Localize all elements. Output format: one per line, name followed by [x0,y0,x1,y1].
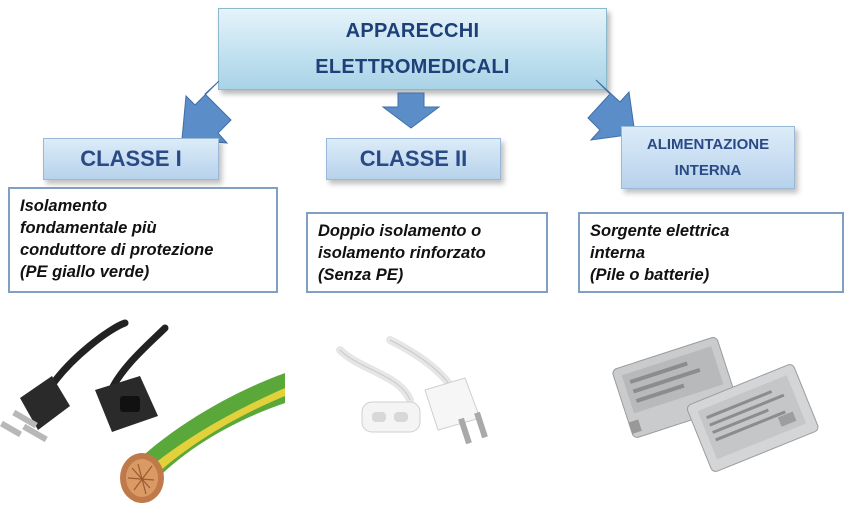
classe-i-label: CLASSE I [80,146,182,171]
classe-i-desc-line-4: (PE giallo verde) [20,263,150,281]
classe-ii-description: Doppio isolamento o isolamento rinforzat… [306,212,548,293]
green-yellow-wire-icon [120,373,285,503]
classe-ii-label: CLASSE II [359,146,468,171]
title-line-2: ELETTROMEDICALI [315,56,510,78]
white-connector-icon [361,401,421,433]
iec-connector-icon [95,376,158,432]
classe-ii-box: CLASSE II [326,138,501,180]
alimentazione-description: Sorgente elettrica interna (Pile o batte… [578,212,844,293]
classe-i-desc-line-2: fondamentale più [20,219,157,237]
schuko-plug-icon [0,376,70,443]
alimentazione-desc-line-1: Sorgente elettrica [590,222,730,240]
arrow-down-icon [381,92,441,129]
title-box: APPARECCHI ELETTROMEDICALI [218,8,607,90]
classe-i-desc-line-3: conduttore di protezione [20,241,214,259]
alimentazione-desc-line-3: (Pile o batterie) [590,266,710,284]
alimentazione-label-line-2: INTERNA [674,161,742,179]
classe-i-description: Isolamento fondamentale più conduttore d… [8,187,278,293]
classe-ii-desc-line-2: isolamento rinforzato [318,244,486,262]
grounded-plug-image [0,319,285,503]
classe-ii-desc-line-1: Doppio isolamento o [318,222,482,240]
batteries-image [612,336,819,472]
classe-i-box: CLASSE I [43,138,219,180]
arrow-left-icon [181,80,232,144]
classe-i-desc-line-1: Isolamento [20,197,108,215]
alimentazione-interna-box: ALIMENTAZIONE INTERNA [621,126,795,189]
title-line-1: APPARECCHI [345,20,480,42]
classe-ii-desc-line-3: (Senza PE) [318,266,404,284]
white-plug-image [336,336,488,445]
battery-icon [686,364,819,472]
alimentazione-desc-line-2: interna [590,244,646,262]
two-pin-plug-icon [424,377,488,445]
alimentazione-label-line-1: ALIMENTAZIONE [646,135,770,153]
